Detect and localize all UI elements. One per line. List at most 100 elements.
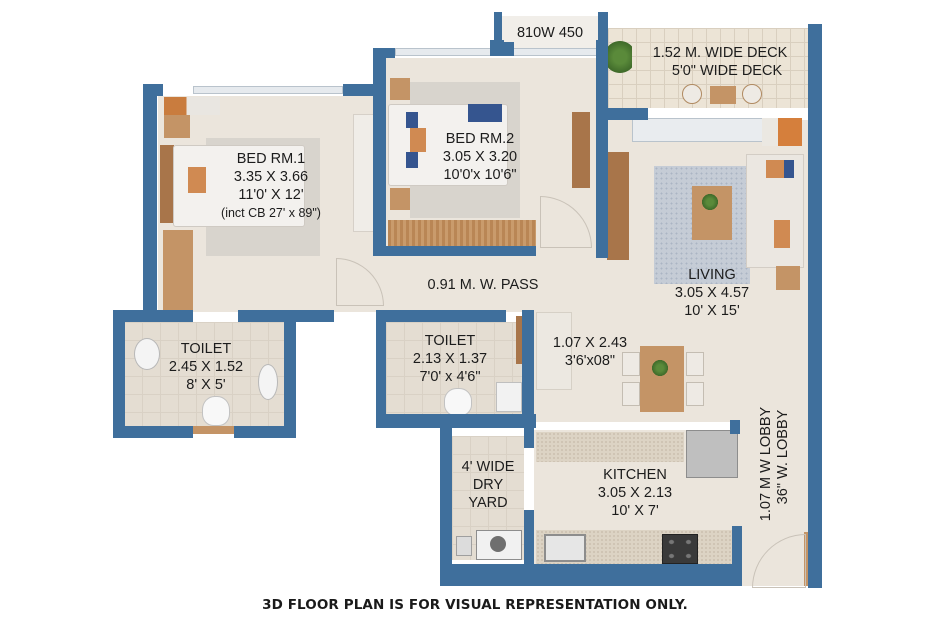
wall xyxy=(113,310,125,436)
room-imperial-size: 7'0' x 4'6" xyxy=(419,369,481,385)
wall xyxy=(440,564,740,586)
wall xyxy=(596,40,608,258)
lobby-label: 1.07 M W LOBBY 36" W. LOBBY xyxy=(758,406,791,522)
main-entry-door xyxy=(804,532,809,586)
deck-metric: 1.52 M. WIDE DECK xyxy=(652,45,788,61)
bedroom-2-cushion xyxy=(410,128,426,152)
toilet-2-shower-tray xyxy=(496,382,522,412)
bedroom-2-side-table-top xyxy=(390,78,410,100)
living-sofa-cushion-top-blue xyxy=(784,160,794,178)
wall xyxy=(730,420,740,434)
living-side-table xyxy=(776,266,800,290)
room-imperial-size: 8' X 5' xyxy=(186,377,226,393)
bedroom-2-tv-unit xyxy=(572,112,590,188)
bedroom-1-cushion xyxy=(188,167,206,193)
toilet-2-label: TOILET 2.13 X 1.37 7'0' x 4'6" xyxy=(400,332,500,386)
bedroom-2-window xyxy=(395,48,493,56)
room-metric-size: 2.13 X 1.37 xyxy=(412,351,488,367)
deck-chair-right xyxy=(742,84,762,104)
wall xyxy=(373,48,395,58)
toilet-1-wash-basin xyxy=(258,364,278,400)
living-sliding-window xyxy=(632,118,772,142)
room-imperial-size: 10'0'x 10'6" xyxy=(443,167,517,183)
living-table-flowers xyxy=(702,194,718,210)
toilet-2-wc xyxy=(444,388,472,416)
wall xyxy=(440,424,452,586)
bedroom-2-wardrobe xyxy=(388,220,536,246)
wall xyxy=(376,414,536,428)
wall xyxy=(113,426,193,438)
bedroom-1-wardrobe xyxy=(163,230,193,310)
room-imperial-size: 10' X 7' xyxy=(611,503,659,519)
deck-plant xyxy=(608,38,632,76)
toilet-1-door xyxy=(192,426,234,434)
room-name: TOILET xyxy=(180,341,232,357)
room-metric-size: 3.05 X 3.20 xyxy=(442,149,518,165)
dining-chair-1 xyxy=(622,352,640,376)
bedroom-1-curtain xyxy=(164,97,220,115)
toilet-1-wc xyxy=(202,396,230,426)
bedroom-2-pillow-top xyxy=(406,112,418,128)
living-curtain xyxy=(762,118,802,146)
disclaimer-text: 3D FLOOR PLAN IS FOR VISUAL REPRESENTATI… xyxy=(262,597,688,613)
dry-yard-tap xyxy=(456,536,472,556)
dining-table xyxy=(640,346,684,412)
kitchen-upper-counter xyxy=(536,432,684,462)
deck-imperial: 5'0" WIDE DECK xyxy=(671,63,783,79)
dining-label: 1.07 X 2.43 3'6'x08" xyxy=(546,334,634,370)
dining-counter xyxy=(536,312,572,390)
bedroom-2-blanket xyxy=(468,104,502,122)
room-imperial-size: 11'0' X 12' xyxy=(238,187,304,203)
room-name: BED RM.1 xyxy=(236,151,306,167)
bedroom-2-side-table-bottom xyxy=(390,188,410,210)
room-imperial-size: 3'6'x08" xyxy=(564,353,616,369)
kitchen-refrigerator xyxy=(686,430,738,478)
kitchen-hob xyxy=(662,534,698,564)
deck-chair-left xyxy=(682,84,702,104)
bedroom-1-dresser xyxy=(353,114,375,232)
room-metric-size: 3.05 X 4.57 xyxy=(674,285,750,301)
room-metric-size: 3.35 X 3.66 xyxy=(233,169,309,185)
wall xyxy=(373,246,536,256)
window-size-label: 810W 450 xyxy=(504,24,596,42)
deck-floor xyxy=(608,28,808,108)
bedroom-2-label: BED RM.2 3.05 X 3.20 10'0'x 10'6" xyxy=(420,130,540,184)
wall xyxy=(376,310,386,428)
wall xyxy=(598,12,608,56)
dining-table-plant xyxy=(652,360,668,376)
passage-label: 0.91 M. W. PASS xyxy=(427,277,539,293)
room-name: LIVING xyxy=(688,267,736,283)
bedroom-1-window xyxy=(193,86,343,94)
living-tv-unit xyxy=(607,152,629,260)
living-label: LIVING 3.05 X 4.57 10' X 15' xyxy=(652,266,772,320)
toilet-1-label: TOILET 2.45 X 1.52 8' X 5' xyxy=(156,340,256,394)
kitchen-label: KITCHEN 3.05 X 2.13 10' X 7' xyxy=(580,466,690,520)
toilet-2-door xyxy=(516,316,522,364)
washing-machine-drum xyxy=(490,536,506,552)
room-metric-size: 2.45 X 1.52 xyxy=(168,359,244,375)
room-name: TOILET xyxy=(424,333,476,349)
bedroom-1-side-table-top xyxy=(164,114,190,138)
wall xyxy=(808,24,822,588)
wall xyxy=(376,310,506,322)
bedroom-2-pillow-bottom xyxy=(406,152,418,168)
wall xyxy=(143,84,163,96)
room-name: BED RM.2 xyxy=(445,131,515,147)
wall xyxy=(608,108,648,120)
kitchen-sink xyxy=(544,534,586,562)
wall xyxy=(522,310,534,428)
deck-label: 1.52 M. WIDE DECK 5'0" WIDE DECK xyxy=(632,44,808,80)
wall xyxy=(373,48,386,256)
window-810w-450 xyxy=(508,48,598,56)
dry-yard-label: 4' WIDE DRY YARD xyxy=(461,459,515,511)
dining-chair-4 xyxy=(686,382,704,406)
wall xyxy=(732,526,742,586)
wall xyxy=(113,310,193,322)
room-metric-size: 3.05 X 2.13 xyxy=(597,485,673,501)
dining-chair-3 xyxy=(686,352,704,376)
wall xyxy=(284,310,296,438)
room-metric-size: 1.07 X 2.43 xyxy=(552,335,628,351)
wall xyxy=(234,426,296,438)
room-note: (inct CB 27' x 89") xyxy=(221,206,321,220)
